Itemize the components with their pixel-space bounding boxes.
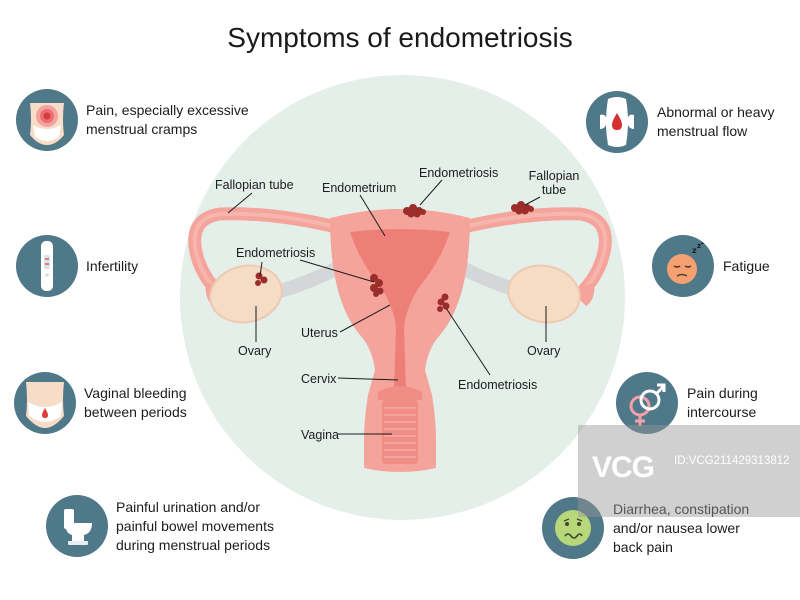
svg-text:z: z: [692, 246, 697, 255]
symptom-pain-cramps-text: Pain, especially excessive menstrual cra…: [86, 101, 249, 139]
right-fimbriae: [572, 282, 595, 306]
label-endometriosis-left: Endometriosis: [236, 246, 316, 260]
symptom-painful-urination: Painful urination and/or painful bowel m…: [46, 495, 274, 557]
pelvic-pain-icon: [16, 89, 78, 151]
watermark-id: ID:VCG211429313812: [674, 455, 790, 467]
sanitary-pad-icon: [586, 91, 648, 153]
label-ovary-left: Ovary: [238, 344, 272, 358]
symptom-line: during menstrual periods: [116, 536, 271, 553]
symptom-fatigue: z z z Fatigue: [652, 235, 770, 297]
left-ovarian-ligament: [271, 261, 345, 299]
lesion-left-ovary: [255, 272, 268, 286]
right-ovary: [507, 264, 581, 324]
leader-lines: [227, 179, 547, 435]
lesion-top-center: [403, 204, 426, 218]
symptom-digestive-text: Diarrhea, constipation and/or nausea low…: [613, 500, 749, 557]
symptom-digestive: Diarrhea, constipation and/or nausea low…: [542, 497, 749, 559]
label-cervix: Cervix: [301, 372, 337, 386]
lesion-uterus-right: [437, 293, 450, 312]
nauseous-face-icon: [542, 497, 604, 559]
svg-text:z: z: [697, 242, 701, 250]
symptom-line: Infertility: [86, 257, 139, 274]
label-fallopian-tube-left: Fallopian tube: [215, 178, 294, 192]
symptom-line: menstrual flow: [657, 123, 748, 139]
page-title: Symptoms of endometriosis: [227, 22, 573, 53]
pregnancy-test-icon: [16, 235, 78, 297]
symptom-infertility-text: Infertility: [86, 257, 138, 276]
label-fallopian-tube-right-line1: Fallopian: [528, 169, 580, 183]
symptom-line: Fatigue: [723, 257, 770, 274]
symptom-line: Pain, especially excessive: [86, 102, 249, 118]
label-uterus: Uterus: [301, 326, 338, 340]
symptom-line: Vaginal bleeding: [84, 385, 187, 401]
tired-face-icon: z z z: [652, 235, 714, 297]
toilet-icon: [46, 495, 108, 557]
watermark: VCG ID:VCG211429313812: [578, 425, 800, 517]
symptom-line: Painful urination and/or: [116, 498, 260, 515]
symptom-line: between periods: [84, 404, 187, 420]
vaginal-bleeding-icon: [14, 372, 76, 434]
symptom-fatigue-text: Fatigue: [723, 257, 770, 276]
symptom-painful-urination-text: Painful urination and/or painful bowel m…: [116, 498, 274, 555]
vaginal-rugae: [384, 407, 416, 458]
symptom-line: and/or nausea lower: [613, 519, 740, 536]
symptom-line: Diarrhea, constipation: [613, 500, 750, 517]
symptom-line: Pain during: [687, 385, 758, 401]
lesion-top-right: [511, 201, 534, 215]
cervical-canal: [394, 330, 406, 390]
symptom-line: menstrual cramps: [86, 121, 198, 137]
watermark-logo: VCG: [592, 451, 655, 484]
symptom-vaginal-bleeding: Vaginal bleeding between periods: [14, 372, 187, 434]
label-endometriosis-right: Endometriosis: [458, 378, 538, 392]
symptom-pain-cramps: Pain, especially excessive menstrual cra…: [16, 89, 249, 151]
svg-text:z: z: [701, 239, 705, 246]
label-ovary-right: Ovary: [527, 344, 561, 358]
symptom-heavy-flow: Abnormal or heavy menstrual flow: [586, 91, 775, 153]
symptom-line: intercourse: [687, 404, 757, 420]
symptom-heavy-flow-text: Abnormal or heavy menstrual flow: [657, 103, 775, 141]
symptom-line: Abnormal or heavy: [657, 104, 775, 120]
label-endometriosis-top: Endometriosis: [419, 166, 499, 180]
symptom-vaginal-bleeding-text: Vaginal bleeding between periods: [84, 384, 187, 422]
symptom-line: painful bowel movements: [116, 517, 274, 534]
symptom-pain-intercourse-text: Pain during intercourse: [687, 384, 758, 422]
label-endometrium: Endometrium: [322, 181, 397, 195]
label-fallopian-tube-right-line2: tube: [541, 183, 567, 197]
uterine-cavity: [350, 229, 450, 372]
symptom-infertility: Infertility: [16, 235, 138, 297]
symptom-line: back pain: [613, 538, 673, 555]
vagina: [382, 400, 418, 464]
left-ovary: [209, 264, 283, 324]
lesion-uterus-left: [370, 274, 384, 297]
cervix: [378, 386, 422, 400]
symptom-pain-intercourse: Pain during intercourse: [616, 372, 758, 434]
label-vagina: Vagina: [301, 428, 339, 442]
label-fallopian-tube-right: Fallopian tube: [527, 169, 581, 197]
gender-symbols-icon: [616, 372, 678, 434]
